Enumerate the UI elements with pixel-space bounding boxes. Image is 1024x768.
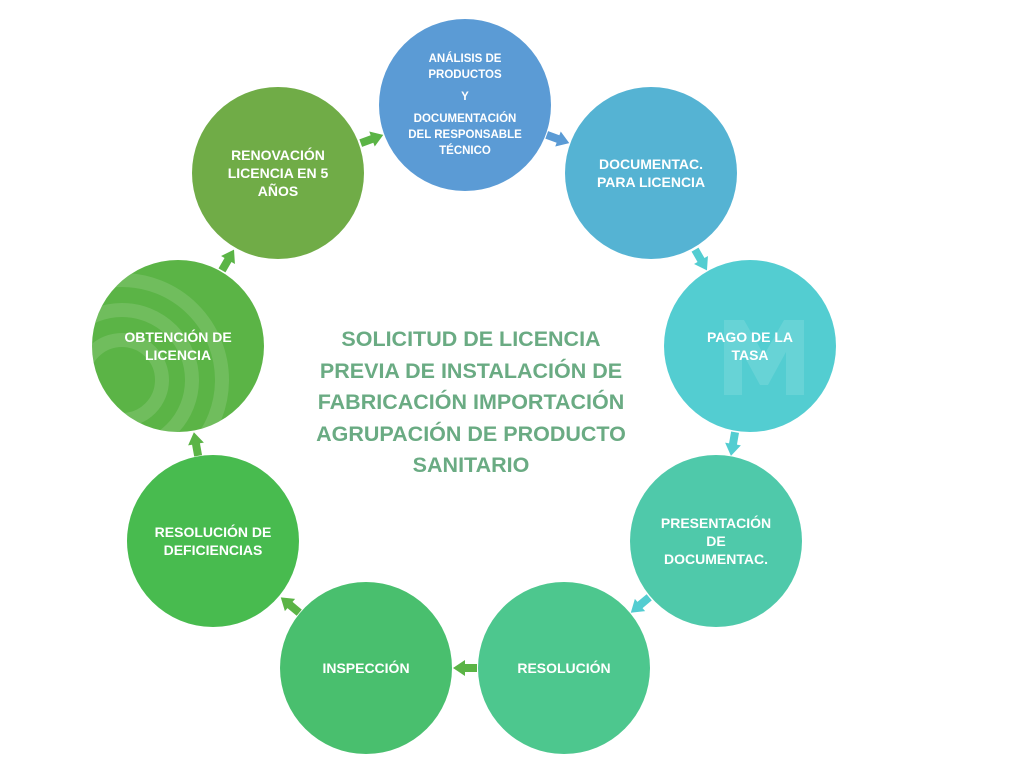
step-label-line: PRESENTACIÓN: [660, 514, 772, 531]
title-line: AGRUPACIÓN DE PRODUCTO: [316, 421, 626, 446]
step-label: INSPECCIÓN: [322, 659, 409, 677]
step-label-line: PAGO DE LA: [706, 328, 794, 345]
step-label-line: ANÁLISIS DE: [428, 52, 502, 65]
step-label-line: TASA: [731, 347, 769, 363]
arrow-icon: [691, 247, 708, 270]
step-label-line: LICENCIA EN 5: [227, 164, 329, 181]
step-label-line: DOCUMENTAC.: [664, 551, 768, 568]
arrow-icon: [358, 131, 383, 147]
step-label-line: AÑOS: [257, 183, 299, 200]
step-label-line: RESOLUCIÓN DE: [154, 523, 272, 540]
diagram-title: SOLICITUD DE LICENCIA PREVIA DE INSTALAC…: [290, 324, 652, 482]
step-label-line: INSPECCIÓN: [322, 659, 410, 676]
step-analisis: ANÁLISIS DE PRODUCTOS Y DOCUMENTACIÓN DEL RE…: [379, 19, 551, 191]
arrow-icon: [453, 660, 477, 676]
title-line: PREVIA DE INSTALACIÓN DE: [319, 358, 623, 383]
step-label-line: LICENCIA: [144, 347, 212, 363]
step-label-line: RESOLUCIÓN: [517, 659, 611, 676]
step-label-line: DEFICIENCIAS: [163, 542, 263, 558]
step-label-line: OBTENCIÓN DE: [124, 328, 232, 345]
step-label-line: PARA LICENCIA: [596, 174, 706, 190]
step-obtencion: OBTENCIÓN DE LICENCIA: [92, 260, 264, 432]
step-label-line: DEL RESPONSABLE: [408, 129, 522, 142]
arrow-icon: [187, 431, 204, 457]
title-line: FABRICACIÓN IMPORTACIÓN: [317, 390, 625, 414]
arrow-icon: [218, 249, 235, 272]
step-label-line: RENOVACIÓN: [231, 146, 325, 163]
title-line: SOLICITUD DE LICENCIA: [341, 327, 601, 351]
step-label-line: DE: [706, 532, 726, 549]
step-label: PAGO DE LA TASA: [707, 328, 793, 364]
step-documentac-licencia: DOCUMENTAC. PARA LICENCIA: [565, 87, 737, 259]
step-label-line: DOCUMENTAC.: [599, 155, 703, 172]
step-label-line: DOCUMENTACIÓN: [413, 113, 517, 125]
step-label: OBTENCIÓN DE LICENCIA: [124, 328, 231, 364]
arrow-icon: [545, 131, 570, 147]
step-label-line: TÉCNICO: [439, 145, 491, 158]
step-resolucion-deficiencias: RESOLUCIÓN DE DEFICIENCIAS: [127, 455, 299, 627]
step-inspeccion: INSPECCIÓN: [280, 582, 452, 754]
step-pago-tasa: PAGO DE LA TASA: [664, 260, 836, 432]
arrow-icon: [630, 593, 652, 613]
step-label-line: Y: [461, 90, 469, 103]
step-resolucion: RESOLUCIÓN: [478, 582, 650, 754]
arrow-icon: [280, 596, 302, 616]
title-line: SANITARIO: [412, 453, 530, 477]
step-label-line: PRODUCTOS: [428, 68, 502, 81]
step-label: ANÁLISIS DE PRODUCTOS Y DOCUMENTACIÓN DEL RE…: [408, 51, 522, 160]
step-label: DOCUMENTAC. PARA LICENCIA: [597, 155, 705, 191]
step-label: RESOLUCIÓN DE DEFICIENCIAS: [155, 523, 272, 559]
step-label: RESOLUCIÓN: [517, 659, 610, 677]
arrow-icon: [725, 430, 741, 456]
